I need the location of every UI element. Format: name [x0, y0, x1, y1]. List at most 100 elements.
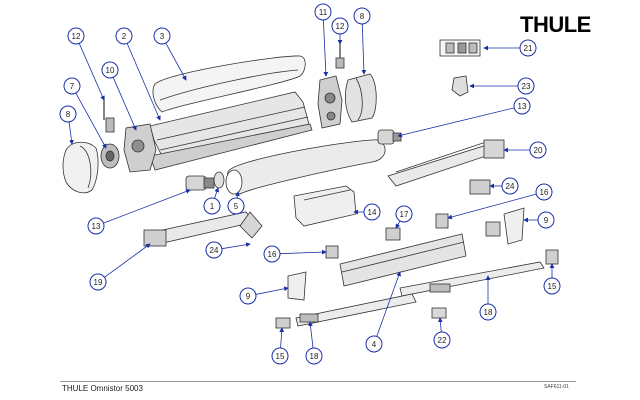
callout-8: 8 — [59, 105, 77, 145]
callout-number: 18 — [484, 308, 493, 317]
callout-circle — [433, 331, 451, 349]
part-small-clip — [431, 307, 447, 319]
part-arm-left — [143, 211, 263, 247]
part-end-cap-left — [62, 141, 99, 194]
leader-line — [255, 286, 289, 295]
diagram-caption: THULE Omnistor 5003 — [62, 384, 143, 393]
leader-line — [447, 193, 537, 220]
callout-15: 15 — [271, 327, 289, 365]
part-end-cap-right — [344, 73, 377, 123]
callout-3: 3 — [153, 27, 187, 81]
callout-11: 11 — [314, 3, 332, 77]
callout-7: 7 — [63, 77, 107, 149]
part-barrel-upper — [377, 129, 402, 145]
leader-line — [75, 92, 107, 149]
part-foot-left — [275, 317, 291, 329]
callout-16: 16 — [263, 245, 327, 263]
callout-21: 21 — [483, 39, 537, 57]
part-side-plate-right — [503, 207, 525, 245]
callout-circle — [363, 203, 381, 221]
callout-number: 8 — [360, 12, 365, 21]
callout-10: 10 — [101, 61, 137, 131]
callout-number: 21 — [524, 44, 533, 53]
callout-number: 8 — [66, 110, 71, 119]
part-bracket-box — [293, 185, 357, 227]
part-leg-rail-lower — [295, 293, 417, 327]
callout-circle — [153, 27, 171, 45]
callout-circle — [517, 77, 535, 95]
part-profile-rail — [149, 91, 313, 171]
leader-line — [376, 271, 401, 337]
callout-number: 12 — [72, 32, 81, 41]
part-bracket-set — [439, 39, 481, 57]
callout-circle — [89, 273, 107, 291]
callout-circle — [543, 277, 561, 295]
leader-line — [214, 187, 220, 199]
leader-line — [308, 321, 314, 349]
callout-8: 8 — [353, 7, 371, 75]
part-spring-rod-left — [103, 96, 115, 133]
callout-circle — [63, 77, 81, 95]
callout-number: 12 — [336, 22, 345, 31]
callout-number: 9 — [246, 292, 251, 301]
callout-number: 20 — [534, 146, 543, 155]
callout-circle — [115, 27, 133, 45]
leader-line — [361, 23, 367, 75]
callout-4: 4 — [365, 271, 401, 353]
leader-line — [104, 243, 151, 278]
part-awning-cover — [152, 55, 306, 113]
leader-line — [165, 42, 187, 81]
footer-divider — [60, 381, 576, 382]
part-clip — [451, 75, 469, 97]
leader-line — [78, 43, 105, 101]
part-roller-end — [213, 171, 225, 189]
part-arm-pivot-right — [469, 179, 491, 195]
callout-number: 18 — [310, 352, 319, 361]
part-block-right — [435, 213, 449, 229]
callout-circle — [314, 3, 332, 21]
callout-number: 13 — [92, 222, 101, 231]
callout-number: 15 — [548, 282, 557, 291]
callout-circle — [227, 197, 245, 215]
leader-line — [437, 317, 443, 333]
callout-22: 22 — [433, 317, 451, 349]
part-barrel-lower — [185, 175, 215, 191]
callout-circle — [67, 27, 85, 45]
callout-9: 9 — [523, 211, 555, 229]
callout-circle — [479, 303, 497, 321]
part-side-plate-left — [287, 271, 307, 301]
leader-line — [112, 77, 137, 131]
leader-line — [126, 43, 161, 121]
callout-circle — [205, 241, 223, 259]
callout-circle — [365, 335, 383, 353]
leader-line — [221, 242, 251, 250]
part-arm-right — [387, 139, 505, 187]
part-block-center — [385, 227, 401, 241]
callout-24: 24 — [205, 241, 251, 259]
part-foot-right — [545, 249, 559, 265]
callout-circle — [513, 97, 531, 115]
leader-line — [235, 191, 240, 199]
callout-number: 16 — [540, 188, 549, 197]
part-fabric-roll — [225, 139, 386, 195]
callout-12: 12 — [331, 17, 349, 45]
part-gear-wheel — [100, 143, 120, 169]
callout-number: 1 — [210, 202, 215, 211]
part-block-left — [325, 245, 339, 259]
callout-number: 24 — [506, 182, 515, 191]
callout-circle — [529, 141, 547, 159]
leader-line — [68, 121, 74, 145]
callout-2: 2 — [115, 27, 161, 121]
leader-line — [395, 220, 401, 229]
callout-17: 17 — [395, 205, 413, 229]
callout-number: 9 — [544, 216, 549, 225]
callout-number: 7 — [70, 82, 75, 91]
callout-23: 23 — [469, 77, 535, 95]
callout-number: 16 — [268, 250, 277, 259]
callout-20: 20 — [503, 141, 547, 159]
callout-24: 24 — [489, 177, 519, 195]
callout-9: 9 — [239, 286, 289, 305]
callout-circle — [537, 211, 555, 229]
